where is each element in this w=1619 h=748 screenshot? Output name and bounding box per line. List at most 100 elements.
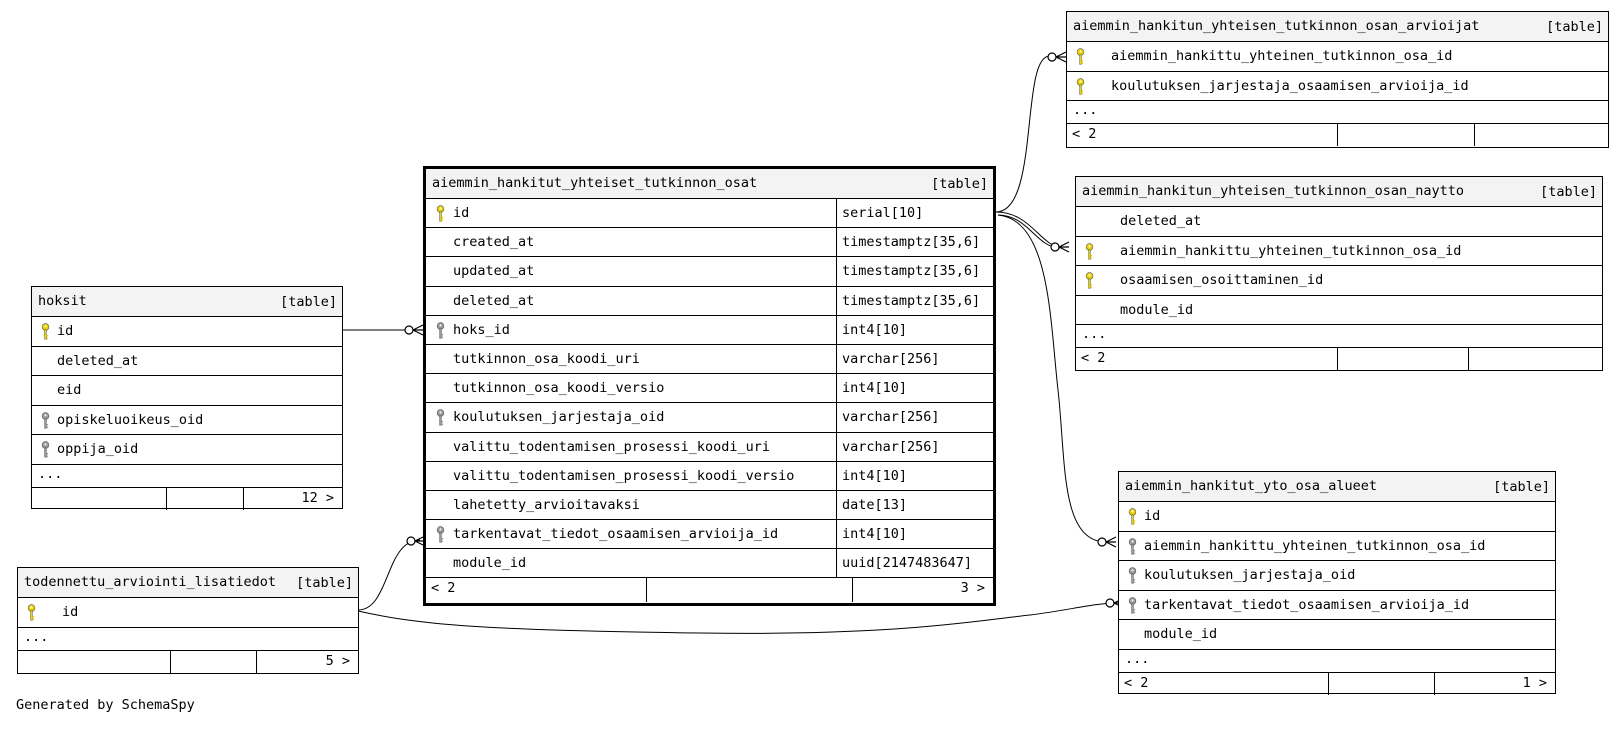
column-name: tutkinnon_osa_koodi_versio [453, 380, 665, 397]
column-row[interactable]: deleted_at [1076, 207, 1602, 237]
column-type: varchar[256] [842, 350, 940, 367]
column-row[interactable]: koulutuksen_jarjestaja_oid [1119, 561, 1555, 591]
column-name: tutkinnon_osa_koodi_uri [453, 350, 640, 367]
column-type: timestamptz[35,6] [842, 263, 981, 280]
table-aiemmin-hankitun-yhteisen-tutkinnon-osan-naytto[interactable]: aiemmin_hankitun_yhteisen_tutkinnon_osan… [1075, 176, 1603, 371]
column-row[interactable]: tutkinnon_osa_koodi_uri varchar[256] [426, 344, 993, 375]
column-name: osaamisen_osoittaminen_id [1120, 272, 1324, 288]
table-header: todennettu_arviointi_lisatiedot [table] [18, 568, 358, 598]
column-name: hoks_id [453, 321, 510, 338]
column-row[interactable]: id [18, 598, 358, 628]
more-columns: ... [1067, 101, 1608, 124]
footer-parents-count[interactable]: < 2 [1081, 350, 1106, 366]
column-list: aiemmin_hankittu_yhteinen_tutkinnon_osa_… [1067, 42, 1608, 101]
column-row[interactable]: tarkentavat_tiedot_osaamisen_arvioija_id… [426, 520, 993, 550]
column-row[interactable]: id [1119, 502, 1555, 532]
table-name: todennettu_arviointi_lisatiedot [24, 574, 276, 590]
column-type: int4[10] [842, 380, 908, 397]
column-row[interactable]: module_id [1119, 620, 1555, 650]
table-name: aiemmin_hankitut_yhteiset_tutkinnon_osat [432, 175, 758, 191]
column-row[interactable]: opiskeluoikeus_oid [32, 406, 342, 435]
table-footer: < 2 [1076, 348, 1602, 370]
column-name: eid [57, 382, 82, 398]
foreign-key-icon [41, 441, 50, 458]
table-footer: 12 > [32, 487, 342, 510]
column-row[interactable]: module_id [1076, 296, 1602, 325]
column-name: updated_at [453, 263, 535, 280]
foreign-key-icon [41, 411, 50, 429]
table-aiemmin-hankitut-yto-osa-alueet[interactable]: aiemmin_hankitut_yto_osa_alueet [table] … [1118, 471, 1556, 695]
table-aiemmin-hankitut-yhteiset-tutkinnon-osat[interactable]: aiemmin_hankitut_yhteiset_tutkinnon_osat… [423, 166, 996, 606]
foreign-key-icon [1128, 567, 1137, 584]
generated-by-credit: Generated by SchemaSpy [16, 697, 195, 713]
foreign-key-icon [436, 526, 445, 543]
column-name: valittu_todentamisen_prosessi_koodi_vers… [453, 467, 795, 484]
column-row[interactable]: tarkentavat_tiedot_osaamisen_arvioija_id [1119, 591, 1555, 620]
table-header: aiemmin_hankitun_yhteisen_tutkinnon_osan… [1067, 12, 1608, 42]
footer-parents-count[interactable]: < 2 [1124, 674, 1149, 691]
column-list: deleted_at aiemmin_hankittu_yhteinen_tutk… [1076, 207, 1602, 325]
column-type: int4[10] [842, 526, 908, 543]
column-row[interactable]: deleted_at [32, 347, 342, 376]
column-row[interactable]: aiemmin_hankittu_yhteinen_tutkinnon_osa_… [1067, 42, 1608, 72]
footer-children-count[interactable]: 12 > [301, 489, 334, 506]
table-header: aiemmin_hankitun_yhteisen_tutkinnon_osan… [1076, 177, 1602, 207]
table-header: aiemmin_hankitut_yhteiset_tutkinnon_osat… [426, 169, 993, 199]
footer-children-count[interactable]: 1 > [1522, 674, 1547, 691]
column-row[interactable]: tutkinnon_osa_koodi_versio int4[10] [426, 374, 993, 404]
column-type: timestamptz[35,6] [842, 292, 981, 309]
column-name: aiemmin_hankittu_yhteinen_tutkinnon_osa_… [1120, 242, 1462, 259]
column-row[interactable]: updated_at timestamptz[35,6] [426, 257, 993, 287]
footer-parents-count[interactable]: < 2 [431, 580, 456, 597]
column-type: serial[10] [842, 205, 924, 221]
column-name: tarkentavat_tiedot_osaamisen_arvioija_id [453, 526, 779, 543]
column-row[interactable]: aiemmin_hankittu_yhteinen_tutkinnon_osa_… [1119, 532, 1555, 561]
relation-arvioijat [995, 55, 1051, 213]
table-type: [table] [296, 575, 353, 591]
foreign-key-icon [436, 409, 445, 426]
column-list: id [18, 598, 358, 628]
column-name: lahetetty_arvioitavaksi [453, 496, 640, 513]
table-type: [table] [1493, 479, 1550, 495]
column-row[interactable]: hoks_id int4[10] [426, 315, 993, 345]
column-name: opiskeluoikeus_oid [57, 411, 204, 428]
column-name: aiemmin_hankittu_yhteinen_tutkinnon_osa_… [1111, 48, 1453, 64]
column-name: koulutuksen_jarjestaja_osaamisen_arvioij… [1111, 77, 1469, 94]
footer-children-count[interactable]: 3 > [960, 580, 985, 597]
table-todennettu-arviointi-lisatiedot[interactable]: todennettu_arviointi_lisatiedot [table] … [17, 567, 359, 674]
primary-key-icon [1076, 48, 1085, 65]
column-name: id [62, 604, 79, 620]
column-row[interactable]: osaamisen_osoittaminen_id [1076, 266, 1602, 296]
column-row[interactable]: valittu_todentamisen_prosessi_koodi_vers… [426, 461, 993, 491]
column-type: uuid[2147483647] [842, 555, 973, 572]
column-name: id [57, 323, 74, 339]
column-row[interactable]: eid [32, 376, 342, 406]
column-name: koulutuksen_jarjestaja_oid [1144, 567, 1356, 583]
table-aiemmin-hankitun-yhteisen-tutkinnon-osan-arvioijat[interactable]: aiemmin_hankitun_yhteisen_tutkinnon_osan… [1066, 11, 1609, 148]
table-name: aiemmin_hankitun_yhteisen_tutkinnon_osan… [1073, 18, 1480, 34]
column-type: varchar[256] [842, 438, 940, 455]
column-name: koulutuksen_jarjestaja_oid [453, 409, 665, 426]
column-name: deleted_at [57, 352, 139, 369]
relation-todennettu [357, 539, 421, 611]
column-row[interactable]: aiemmin_hankittu_yhteinen_tutkinnon_osa_… [1076, 237, 1602, 266]
column-name: deleted_at [1120, 213, 1202, 229]
column-row[interactable]: koulutuksen_jarjestaja_osaamisen_arvioij… [1067, 72, 1608, 101]
column-row[interactable]: id [32, 317, 342, 347]
table-type: [table] [1546, 19, 1603, 35]
column-type: varchar[256] [842, 409, 940, 426]
column-type: int4[10] [842, 321, 908, 338]
footer-parents-count[interactable]: < 2 [1072, 126, 1097, 142]
table-type: [table] [1540, 184, 1597, 200]
column-row[interactable]: koulutuksen_jarjestaja_oid varchar[256] [426, 403, 993, 433]
column-row[interactable]: oppija_oid [32, 435, 342, 465]
footer-children-count[interactable]: 5 > [325, 652, 350, 669]
